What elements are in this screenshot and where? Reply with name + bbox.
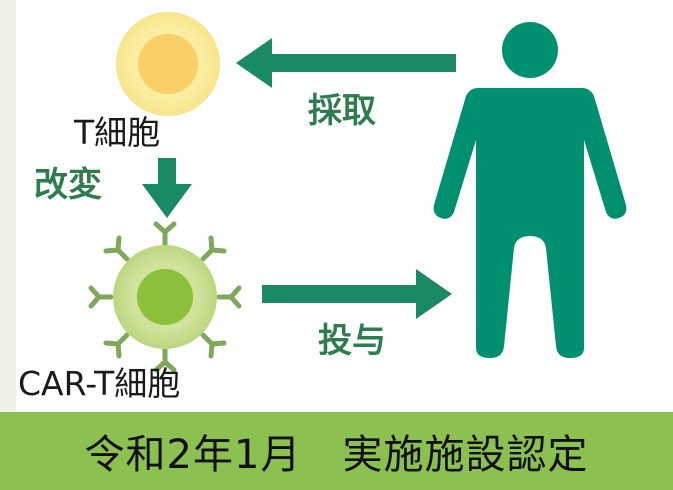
certification-banner: 令和2年1月 実施施設認定 xyxy=(0,412,673,490)
receptor-icons xyxy=(88,221,242,373)
modify-arrow xyxy=(142,158,192,218)
administer-label: 投与 xyxy=(318,321,386,361)
collect-label: 採取 xyxy=(308,91,376,131)
modify-label: 改変 xyxy=(34,165,102,205)
collect-arrow xyxy=(236,38,456,88)
person-icon xyxy=(433,22,627,358)
administer-arrow xyxy=(262,269,452,319)
car-t-cell-icon xyxy=(88,221,242,373)
diagram-canvas xyxy=(88,12,627,373)
t-cell-icon xyxy=(116,12,220,116)
certification-text: 令和2年1月 実施施設認定 xyxy=(84,432,589,478)
t-cell-label: T細胞 xyxy=(74,113,161,152)
left-margin-strip xyxy=(0,0,16,412)
car-t-cell-label: CAR-T細胞 xyxy=(18,364,181,403)
